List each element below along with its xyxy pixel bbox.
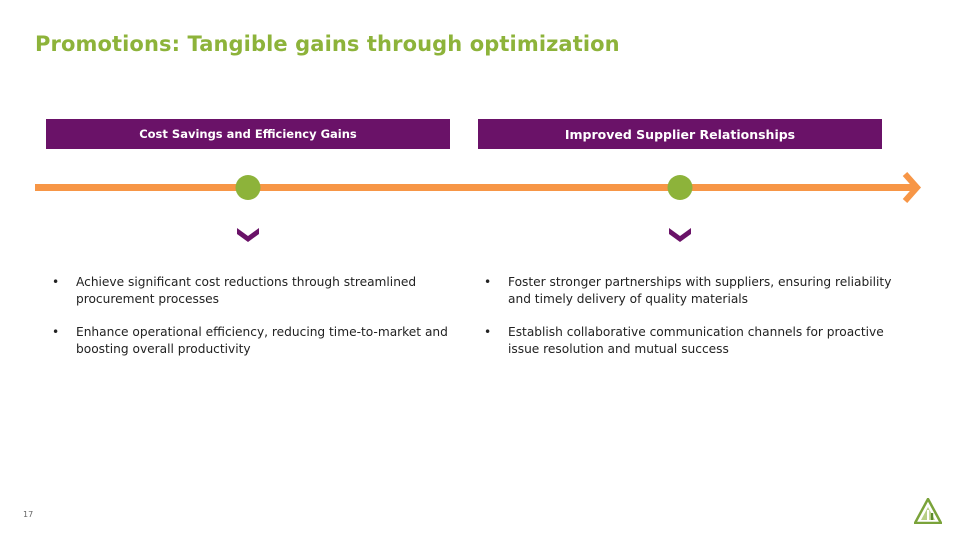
bullet-marker: • <box>484 275 492 289</box>
chevron-down-icon <box>237 228 259 242</box>
chevron-down-icon <box>669 228 691 242</box>
bullet-marker: • <box>52 325 60 339</box>
bullet-list-cost-savings: • Achieve significant cost reductions th… <box>52 274 452 374</box>
timeline-line <box>35 184 913 191</box>
header-cost-savings: Cost Savings and Efficiency Gains <box>46 119 450 149</box>
bullet-text: Foster stronger partnerships with suppli… <box>508 275 892 306</box>
list-item: • Achieve significant cost reductions th… <box>52 274 452 308</box>
list-item: • Foster stronger partnerships with supp… <box>484 274 904 308</box>
timeline-arrow-icon <box>902 172 922 203</box>
page-title: Promotions: Tangible gains through optim… <box>35 32 620 56</box>
bullet-text: Achieve significant cost reductions thro… <box>76 275 417 306</box>
milestone-dot-icon <box>235 175 261 200</box>
page-number: 17 <box>23 510 34 519</box>
milestone-dot-icon <box>667 175 693 200</box>
list-item: • Establish collaborative communication … <box>484 324 904 358</box>
timeline <box>35 172 922 203</box>
bullet-marker: • <box>484 325 492 339</box>
bullet-text: Establish collaborative communication ch… <box>508 325 884 356</box>
bullet-marker: • <box>52 275 60 289</box>
bullet-text: Enhance operational efficiency, reducing… <box>76 325 448 356</box>
company-logo-icon <box>914 498 942 524</box>
header-supplier-relationships: Improved Supplier Relationships <box>478 119 882 149</box>
bullet-list-supplier-relationships: • Foster stronger partnerships with supp… <box>484 274 904 374</box>
list-item: • Enhance operational efficiency, reduci… <box>52 324 452 358</box>
